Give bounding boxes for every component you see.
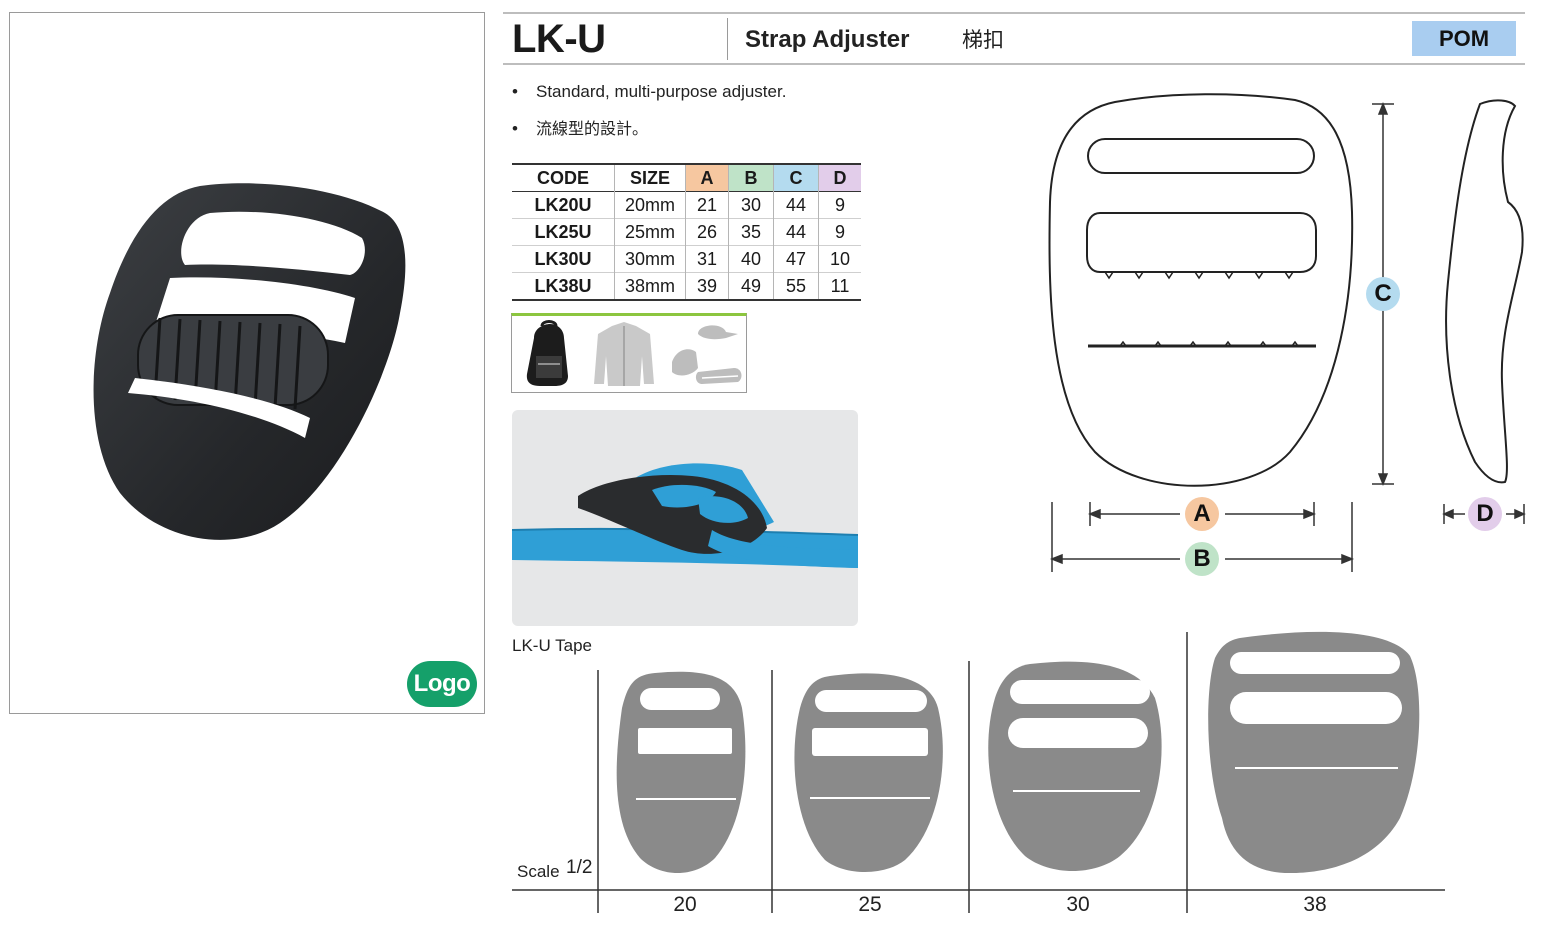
tape-silhouette-30	[988, 661, 1162, 871]
material-badge: POM	[1412, 21, 1516, 56]
tape-size-chart	[512, 631, 1445, 913]
cell-code: LK38U	[512, 272, 615, 300]
model-code: LK-U	[512, 17, 606, 61]
buckle-photo	[93, 183, 406, 540]
tape-size-label: 38	[1303, 893, 1327, 916]
cell-d: 9	[834, 221, 845, 242]
jacket-icon	[594, 322, 654, 386]
scale-fraction: 1/2	[566, 857, 593, 878]
table-row: LK20U 20mm 21 30 44 9	[512, 191, 861, 219]
feature-text: Standard, multi-purpose adjuster.	[536, 82, 787, 101]
header-c: C	[773, 164, 819, 192]
cell-b: 40	[728, 245, 774, 273]
cell-b: 49	[728, 272, 774, 300]
table-row: LK38U 38mm 39 49 55 11	[512, 272, 861, 300]
dimension-label-c: C	[1366, 277, 1400, 311]
front-view-outline	[1048, 93, 1354, 487]
backpack-icon	[526, 320, 568, 386]
tape-silhouette-25	[794, 673, 943, 872]
cell-b: 35	[728, 218, 774, 246]
table-header-row: CODE SIZE A B C D	[512, 164, 861, 192]
side-view-outline	[1445, 99, 1524, 484]
product-photo-frame	[9, 12, 485, 714]
header-d: D	[818, 164, 861, 192]
cell-size: 38mm	[614, 272, 686, 300]
tape-size-label: 30	[1066, 893, 1090, 916]
feature-bullet: •流線型的設計。	[512, 119, 649, 138]
feature-bullet: •Standard, multi-purpose adjuster.	[512, 82, 787, 101]
cell-d: 9	[834, 194, 845, 215]
cell-code: LK30U	[512, 245, 615, 273]
cell-c: 44	[773, 218, 819, 246]
feature-text: 流線型的設計。	[536, 119, 649, 138]
middle-slot	[1086, 212, 1317, 273]
cell-a: 31	[685, 245, 729, 273]
dimension-label-b: B	[1185, 542, 1219, 576]
tape-silhouette-38	[1208, 631, 1420, 873]
cell-size: 30mm	[614, 245, 686, 273]
cell-a: 39	[685, 272, 729, 300]
cell-b: 30	[728, 191, 774, 219]
product-name-cn: 梯扣	[962, 28, 1004, 52]
tape-size-label: 20	[673, 893, 697, 916]
cell-d: 10	[829, 248, 851, 269]
spec-table: CODE SIZE A B C D LK20U 20mm 21 30 44 9 …	[512, 163, 861, 301]
header-size: SIZE	[614, 164, 686, 192]
header-b: B	[728, 164, 774, 192]
cell-c: 44	[773, 191, 819, 219]
cell-size: 20mm	[614, 191, 686, 219]
table-row: LK30U 30mm 31 40 47 10	[512, 245, 861, 273]
dimension-label-a: A	[1185, 497, 1219, 531]
cell-code: LK25U	[512, 218, 615, 246]
cell-a: 26	[685, 218, 729, 246]
header-a: A	[685, 164, 729, 192]
cell-d: 11	[830, 275, 850, 296]
application-icons	[511, 313, 747, 393]
header-rule-bottom	[503, 63, 1525, 65]
table-row: LK25U 25mm 26 35 44 9	[512, 218, 861, 246]
cell-a: 21	[685, 191, 729, 219]
usage-photo	[512, 410, 858, 626]
header-rule-top	[503, 12, 1525, 14]
cell-c: 47	[773, 245, 819, 273]
cell-code: LK20U	[512, 191, 615, 219]
scale-label: Scale	[517, 862, 560, 881]
dimension-label-d: D	[1468, 497, 1502, 531]
tape-size-label: 25	[858, 893, 882, 916]
cap-gloves-shoes-icon	[672, 325, 742, 384]
product-name: Strap Adjuster	[745, 26, 910, 53]
top-slot	[1087, 138, 1315, 174]
logo-badge: Logo	[407, 661, 477, 707]
cell-c: 55	[773, 272, 819, 300]
header-divider	[727, 18, 728, 60]
technical-drawing	[1048, 93, 1526, 572]
tape-section-title: LK-U Tape	[512, 636, 593, 655]
cell-size: 25mm	[614, 218, 686, 246]
tape-silhouette-20	[616, 671, 746, 873]
header-code: CODE	[512, 164, 615, 192]
